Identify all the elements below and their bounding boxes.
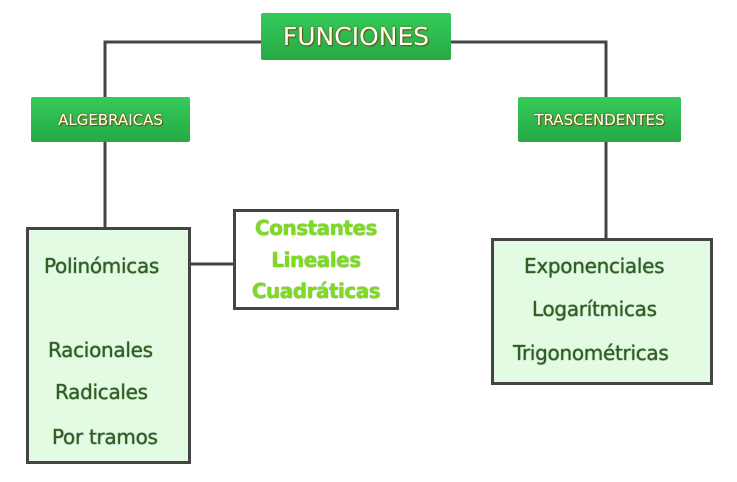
sub-lineales: Lineales	[271, 248, 361, 272]
sub-constantes: Constantes	[255, 216, 377, 240]
item-trigonometricas: Trigonométricas	[513, 341, 669, 365]
item-polinomicas: Polinómicas	[44, 254, 160, 278]
item-radicales: Radicales	[55, 380, 148, 404]
node-trascendentes: TRASCENDENTES	[518, 97, 681, 142]
item-logaritmicas: Logarítmicas	[532, 297, 657, 321]
connector-root-algebraicas	[103, 40, 261, 97]
root-node-funciones: FUNCIONES	[261, 13, 451, 60]
connector-root-trascendentes	[451, 40, 608, 97]
item-por-tramos: Por tramos	[52, 425, 158, 449]
algebraicas-list-box: Polinómicas Racionales Radicales Por tra…	[26, 227, 191, 464]
polinomicas-sub-box: Constantes Lineales Cuadráticas	[233, 209, 399, 310]
item-exponenciales: Exponenciales	[524, 254, 665, 278]
sub-cuadraticas: Cuadráticas	[251, 279, 381, 303]
trascendentes-list-box: Exponenciales Logarítmicas Trigonométric…	[491, 238, 713, 385]
node-algebraicas: ALGEBRAICAS	[31, 97, 190, 142]
item-racionales: Racionales	[48, 338, 153, 362]
